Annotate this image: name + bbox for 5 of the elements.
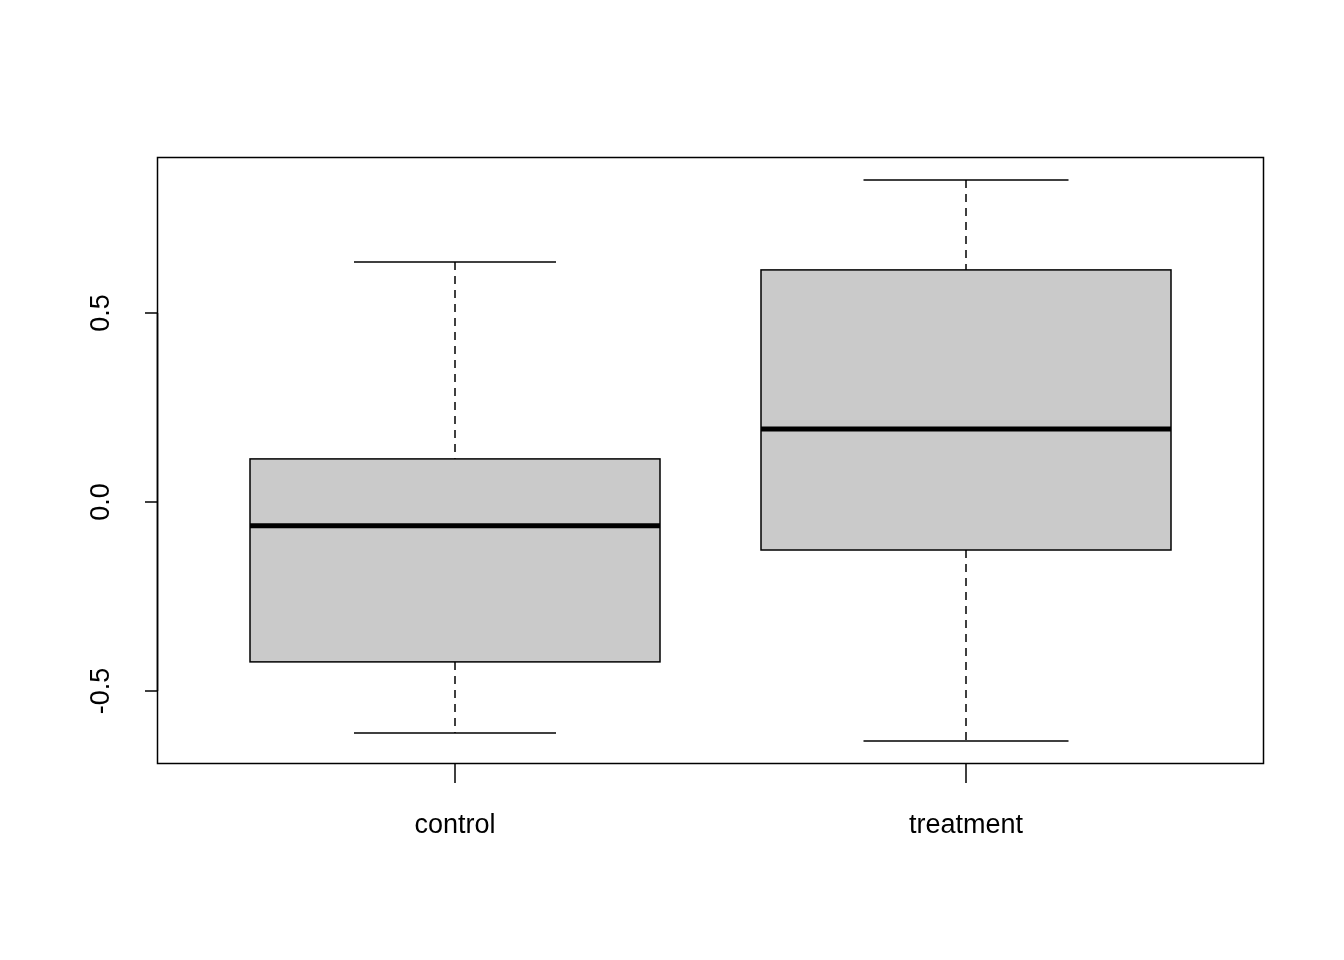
axis-tick-label: 0.0 <box>86 483 114 521</box>
axis-tick-label: -0.5 <box>86 667 114 715</box>
axis-tick-label: 0.5 <box>86 294 114 332</box>
axis-tick-label: treatment <box>908 810 1024 838</box>
axis-tick-label: control <box>414 810 496 838</box>
